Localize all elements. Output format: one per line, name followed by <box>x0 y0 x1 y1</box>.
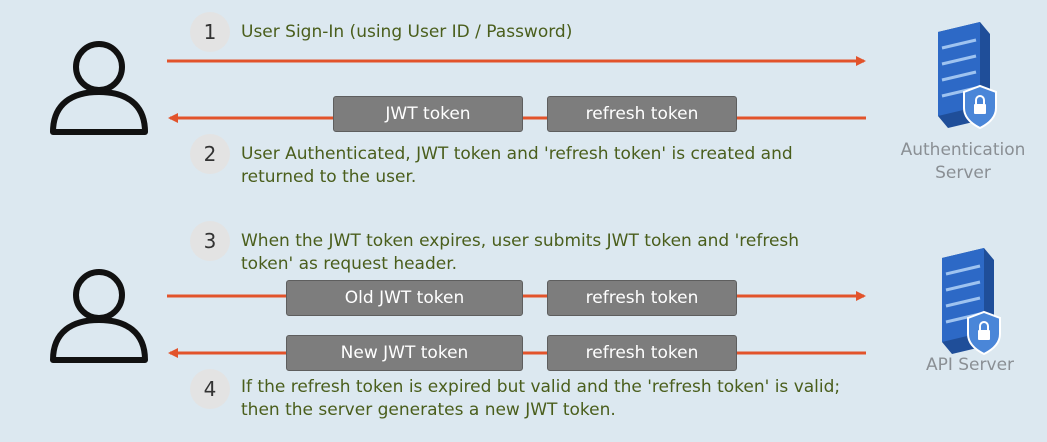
step-number-2: 2 <box>190 134 230 174</box>
server-icon <box>942 248 1001 356</box>
step-3-text-line1: When the JWT token expires, user submits… <box>241 231 800 251</box>
step-4-text-line1: If the refresh token is expired but vali… <box>241 377 841 397</box>
refresh-token-box: refresh token <box>547 280 737 316</box>
user-icon <box>50 269 148 363</box>
auth-server-label: Authentication Server <box>893 139 1033 185</box>
refresh-token-box: refresh token <box>547 96 737 132</box>
new-jwt-token-box: New JWT token <box>286 335 523 371</box>
step-2-text: User Authenticated, JWT token and 'refre… <box>241 143 793 189</box>
server-icon <box>938 22 997 130</box>
step-2-text-line2: returned to the user. <box>241 167 417 187</box>
step-number-1: 1 <box>190 12 230 52</box>
refresh-token-box: refresh token <box>547 335 737 371</box>
step-2-text-line1: User Authenticated, JWT token and 'refre… <box>241 144 793 164</box>
step-4-text-line2: then the server generates a new JWT toke… <box>241 400 616 420</box>
api-server-label: API Server <box>925 355 1015 375</box>
step-3-text: When the JWT token expires, user submits… <box>241 230 799 276</box>
step-1-text: User Sign-In (using User ID / Password) <box>241 22 573 42</box>
old-jwt-token-box: Old JWT token <box>286 280 523 316</box>
auth-server-label-line1: Authentication <box>900 140 1026 160</box>
step-3-text-line2: token' as request header. <box>241 254 458 274</box>
step-number-4: 4 <box>190 369 230 409</box>
auth-server-label-line2: Server <box>935 163 991 183</box>
user-icon <box>50 41 148 135</box>
step-number-3: 3 <box>190 221 230 261</box>
jwt-token-box: JWT token <box>333 96 523 132</box>
step-4-text: If the refresh token is expired but vali… <box>241 376 840 422</box>
